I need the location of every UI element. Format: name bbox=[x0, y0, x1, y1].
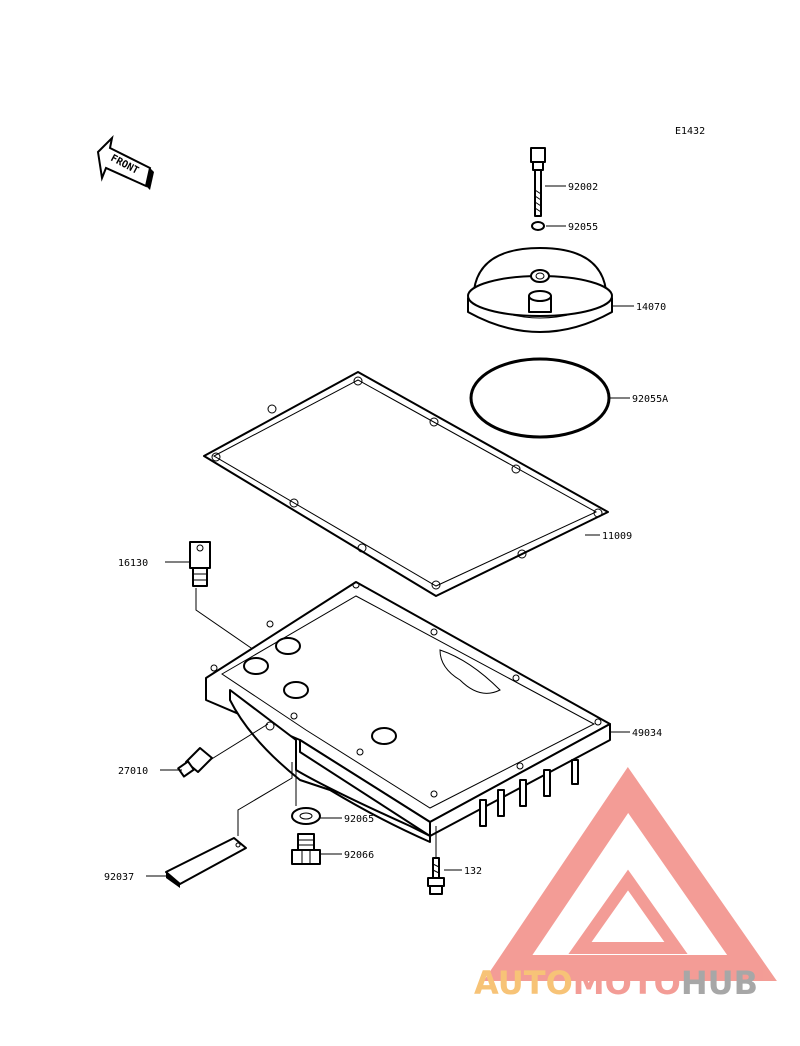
label-filter-cover: 14070 bbox=[636, 302, 666, 313]
label-pressure-switch: 27010 bbox=[118, 766, 148, 777]
drain-plug bbox=[291, 833, 321, 865]
filter-cover bbox=[467, 247, 613, 333]
watermark-text: AUTOMOTOHUB bbox=[474, 964, 758, 1002]
pressure-switch bbox=[177, 723, 269, 778]
oil-pan bbox=[205, 581, 611, 843]
washer bbox=[291, 807, 321, 825]
fitting bbox=[189, 541, 211, 587]
baffle-plate bbox=[165, 762, 293, 888]
pan-bolt bbox=[427, 826, 445, 895]
label-oil-pan: 49034 bbox=[632, 728, 662, 739]
front-arrow-icon: FRONT bbox=[96, 134, 154, 190]
label-drain-plug: 92066 bbox=[344, 850, 374, 861]
label-pan-bolt: 132 bbox=[464, 866, 482, 877]
label-fitting: 16130 bbox=[118, 558, 148, 569]
label-washer: 92065 bbox=[344, 814, 374, 825]
bolt-92002 bbox=[530, 147, 546, 217]
automotohub-logo: AUTOMOTOHUB bbox=[474, 767, 777, 1002]
label-baffle-plate: 92037 bbox=[104, 872, 134, 883]
label-oring-small: 92055 bbox=[568, 222, 598, 233]
oring-large bbox=[469, 357, 611, 439]
label-gasket: 11009 bbox=[602, 531, 632, 542]
label-oring-large: 92055A bbox=[632, 394, 668, 405]
label-bolt: 92002 bbox=[568, 182, 598, 193]
gasket bbox=[203, 371, 609, 597]
oring-small bbox=[531, 221, 545, 231]
diagram-code: E1432 bbox=[675, 126, 705, 137]
